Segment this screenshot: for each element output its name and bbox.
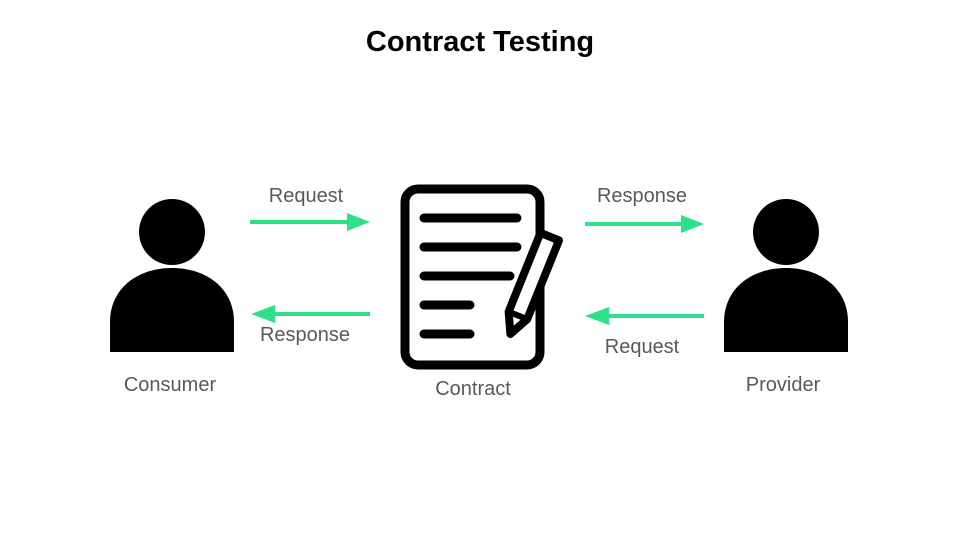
- arrow-contract-to-provider: [585, 215, 704, 233]
- edge-label-response-provider: Response: [596, 185, 688, 207]
- edge-label-response-consumer: Response: [259, 324, 351, 346]
- arrow-provider-to-contract: [585, 307, 704, 325]
- arrow-contract-to-consumer: [251, 305, 370, 323]
- arrow-consumer-to-contract: [250, 213, 370, 231]
- edge-label-request-consumer: Request: [268, 185, 344, 207]
- node-label-provider: Provider: [745, 374, 821, 396]
- provider-person-icon: [724, 199, 848, 352]
- node-label-consumer: Consumer: [123, 374, 217, 396]
- node-label-contract: Contract: [435, 378, 511, 400]
- contract-document-icon: [400, 184, 564, 370]
- pencil-icon: [504, 228, 564, 338]
- consumer-person-icon: [110, 199, 234, 352]
- edge-label-request-provider: Request: [604, 336, 680, 358]
- diagram-title: Contract Testing: [365, 26, 595, 58]
